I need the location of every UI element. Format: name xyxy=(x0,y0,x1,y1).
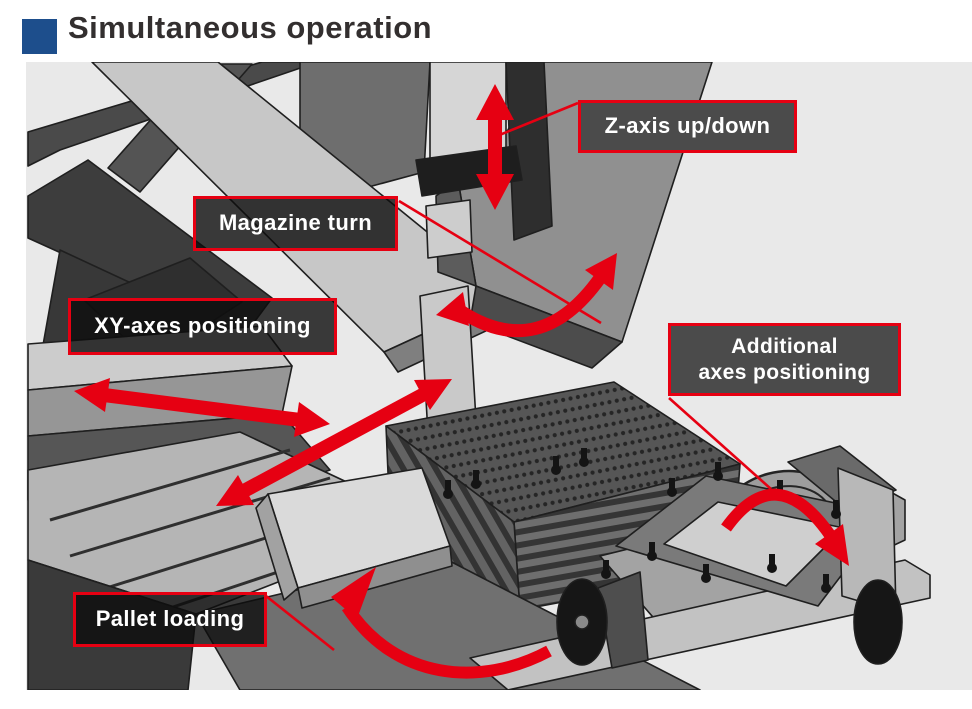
callout-xy-axes: XY-axes positioning xyxy=(68,298,337,355)
xy-axes-motion-arrows xyxy=(74,378,452,506)
pallet-station-side xyxy=(255,493,299,601)
x-axis-motion-arrow xyxy=(74,378,330,437)
callout-z-axis: Z-axis up/down xyxy=(578,100,797,153)
callout-pallet-loading-label: Pallet loading xyxy=(95,606,245,632)
title-bullet-square xyxy=(22,19,57,54)
motor-drum-right xyxy=(853,579,903,665)
z-axis-leader-line xyxy=(496,101,579,138)
pallet-loading-leader-line xyxy=(265,594,335,652)
callout-magazine-turn-label: Magazine turn xyxy=(218,210,373,236)
annotation-layer xyxy=(74,84,849,679)
magazine-turn-leader-line xyxy=(398,199,602,325)
pallet-loading-arrow xyxy=(331,567,552,679)
title-bar: Simultaneous operation xyxy=(0,0,972,62)
additional-axes-rotate-arrow xyxy=(721,488,849,566)
callout-xy-axes-label: XY-axes positioning xyxy=(94,313,311,339)
callout-pallet-loading: Pallet loading xyxy=(73,592,267,647)
callout-z-axis-label: Z-axis up/down xyxy=(604,113,771,139)
magazine-turn-arrow xyxy=(436,253,617,338)
additional-axes-leader-line xyxy=(668,397,772,490)
y-axis-motion-arrow xyxy=(216,379,452,506)
page-title: Simultaneous operation xyxy=(68,10,433,45)
motor-drum-left xyxy=(556,571,649,669)
pallet-station-front xyxy=(297,545,453,609)
callout-additional-axes-label: Additional axes positioning xyxy=(698,334,871,384)
callout-magazine-turn: Magazine turn xyxy=(193,196,398,251)
spindle-plate xyxy=(425,199,473,259)
leader-lines xyxy=(265,101,772,652)
callout-additional-axes: Additional axes positioning xyxy=(668,323,901,396)
z-axis-motion-arrow xyxy=(476,84,514,210)
clamp-bolts xyxy=(443,448,841,593)
